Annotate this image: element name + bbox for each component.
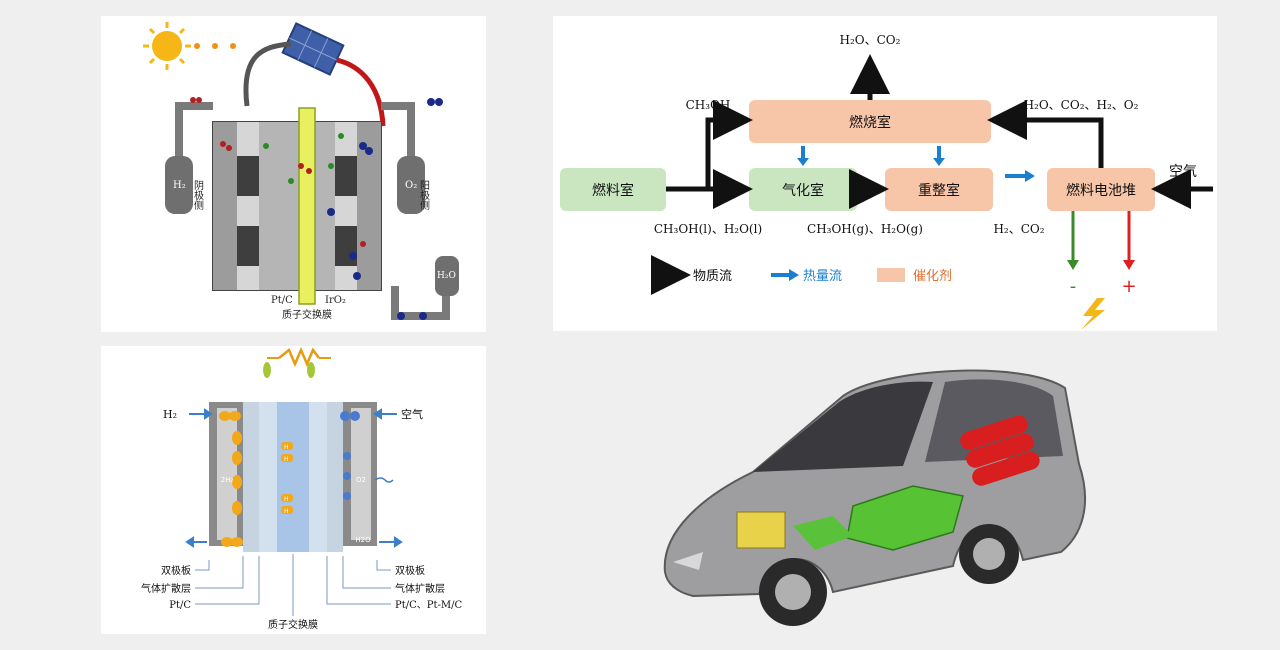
air-label: 空气	[1169, 164, 1197, 180]
iro2-label: IrO₂	[325, 295, 346, 306]
electrolyzer-panel: H₂ O₂ H₂O 阴极侧 阳极侧 Pt/C	[101, 16, 486, 332]
gdl-left-label: 气体扩散层	[141, 582, 191, 595]
fuel-box	[560, 168, 666, 211]
flow-chart: 燃料室 燃烧室 气化室 重整室 燃料电池堆 - + H	[560, 33, 1213, 330]
membrane-bottom-label: 质子交换膜	[268, 618, 318, 631]
air-inlet-label: 空气	[401, 407, 423, 421]
exhaust-label: H₂O、CO₂	[840, 33, 901, 47]
ptc-left-label: Pt/C	[169, 600, 191, 611]
reformer-label: 重整室	[918, 182, 960, 199]
o2-tank-label: O₂	[405, 180, 417, 191]
bipolar-right-label: 双极板	[395, 564, 425, 577]
oxygen-molecules	[340, 411, 360, 500]
pemfc-panel: H H H H 2H₂ O2 H2O H₂ 空气 双极板 气体扩散层 Pt/C	[101, 346, 486, 634]
solar-panel-icon	[281, 22, 345, 76]
h2-inlet-label: H₂	[163, 408, 177, 421]
cathode-side-label: 阴极侧	[192, 180, 204, 211]
reformer-box	[885, 168, 993, 211]
resistor-icon	[278, 346, 320, 368]
minus-label: -	[1070, 276, 1077, 297]
recycle-label: H₂O、CO₂、H₂、O₂	[1024, 98, 1139, 112]
lightning-icon	[1081, 298, 1105, 330]
proton-label-1: H	[284, 444, 289, 451]
proton-label-3: H	[284, 496, 289, 503]
water-label: H2O	[355, 536, 371, 544]
proton-label-2: H	[284, 456, 289, 463]
ptc-right-label: Pt/C、Pt-M/C	[395, 600, 463, 611]
legend-cat-label: 催化剂	[913, 269, 952, 284]
combustion-box	[749, 100, 991, 143]
stack-label: 燃料电池堆	[1066, 182, 1136, 199]
membrane-bar	[298, 107, 316, 305]
combustion-label: 燃烧室	[849, 114, 891, 131]
methanol-label: CH₃OH	[686, 98, 731, 112]
h2-tank-label: H₂	[173, 180, 186, 191]
flow-chart-panel: 燃料室 燃烧室 气化室 重整室 燃料电池堆 - + H	[553, 16, 1217, 331]
vaporizer-label: 气化室	[782, 182, 824, 199]
stack-box	[1047, 168, 1155, 211]
membrane-label: 质子交换膜	[282, 308, 332, 321]
gdl-right-label: 气体扩散层	[395, 582, 445, 595]
vaporizer-box	[749, 168, 857, 211]
hydrogen-tanks	[960, 415, 1040, 486]
legend-mass-label: 物质流	[693, 269, 732, 284]
legend-cat-swatch	[877, 268, 905, 282]
ptc-label: Pt/C	[271, 295, 293, 306]
vehicle-panel	[553, 346, 1217, 634]
membrane-body	[277, 402, 309, 552]
arrow-recycle	[987, 100, 1104, 168]
anode-side-label: 阳极侧	[418, 180, 430, 211]
fuel-label: 燃料室	[592, 182, 634, 199]
pemfc-diagram: H H H H 2H₂ O2 H2O H₂ 空气 双极板 气体扩散层 Pt/C	[141, 346, 463, 631]
proton-label-4: H	[284, 508, 289, 515]
motor-unit	[736, 511, 786, 549]
fuel-cell-car-image	[663, 369, 1087, 626]
hydrogen-molecules	[219, 411, 243, 547]
electrolyzer-diagram: H₂ O₂ H₂O 阴极侧 阳极侧 Pt/C	[143, 22, 459, 321]
h2co2-label: H₂、CO₂	[993, 222, 1044, 236]
sun-icon	[143, 22, 191, 70]
gas-label: CH₃OH(g)、H₂O(g)	[807, 222, 923, 236]
liquid-label: CH₃OH(l)、H₂O(l)	[654, 222, 762, 236]
h2o-tank-label: H₂O	[437, 271, 456, 281]
particles	[190, 97, 443, 320]
bipolar-left-label: 双极板	[161, 564, 191, 577]
right-reactant-label: O2	[356, 476, 366, 484]
left-reactant-label: 2H₂	[221, 476, 234, 484]
plus-label: +	[1121, 276, 1136, 297]
arrow-methanol	[705, 100, 753, 189]
legend-heat-label: 热量流	[803, 269, 842, 284]
